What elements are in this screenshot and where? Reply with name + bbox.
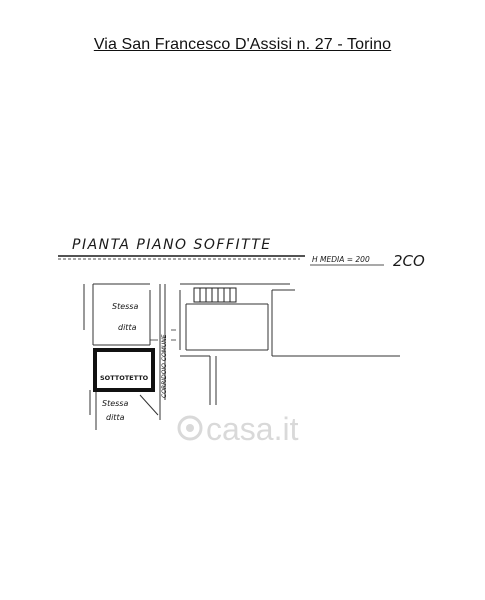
plan-title: PIANTA PIANO SOFFITTE <box>72 237 272 253</box>
room-label-sottotetto: SOTTOTETTO <box>100 374 149 382</box>
dimension-ticks <box>150 329 176 341</box>
height-value: 2CO <box>393 252 425 270</box>
casa-it-watermark: casa.it <box>177 411 299 447</box>
height-note: H MEDIA = 200 <box>312 255 370 264</box>
watermark-logo-icon <box>177 415 203 441</box>
sottotetto-unit-outline <box>93 348 155 392</box>
room-label-stessa-top-1: Stessa <box>112 302 138 311</box>
staircase <box>193 287 237 303</box>
room-label-stessa-bottom-1: Stessa <box>102 399 128 408</box>
room-label-stessa-top-2: ditta <box>118 323 137 332</box>
watermark-text: casa.it <box>206 411 299 447</box>
room-label-corridoio: CORRIDOIO COMUNE <box>161 334 168 398</box>
room-label-stessa-bottom-2: ditta <box>106 413 125 422</box>
plan-walls <box>83 283 400 430</box>
page-title: Via San Francesco D'Assisi n. 27 - Torin… <box>93 36 392 53</box>
